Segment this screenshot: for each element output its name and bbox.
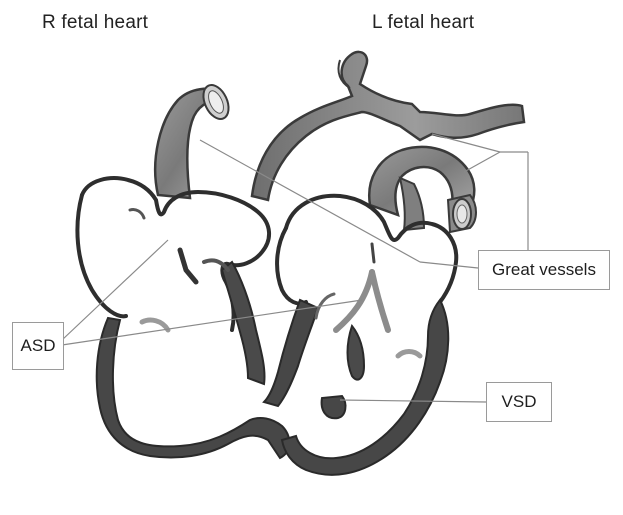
right-heart-great-vessel xyxy=(155,81,233,198)
great-vessels-label: Great vessels xyxy=(478,250,610,290)
right-heart-body xyxy=(77,178,289,458)
left-heart-body xyxy=(264,196,456,475)
leader-great-vessels-3 xyxy=(464,152,500,172)
left-heart-great-vessels xyxy=(252,52,524,232)
left-fetal-heart-title: L fetal heart xyxy=(372,12,474,34)
right-fetal-heart-title: R fetal heart xyxy=(42,12,148,34)
leader-great-vessels-2 xyxy=(420,262,478,268)
vsd-label: VSD xyxy=(486,382,552,422)
asd-label: ASD xyxy=(12,322,64,370)
